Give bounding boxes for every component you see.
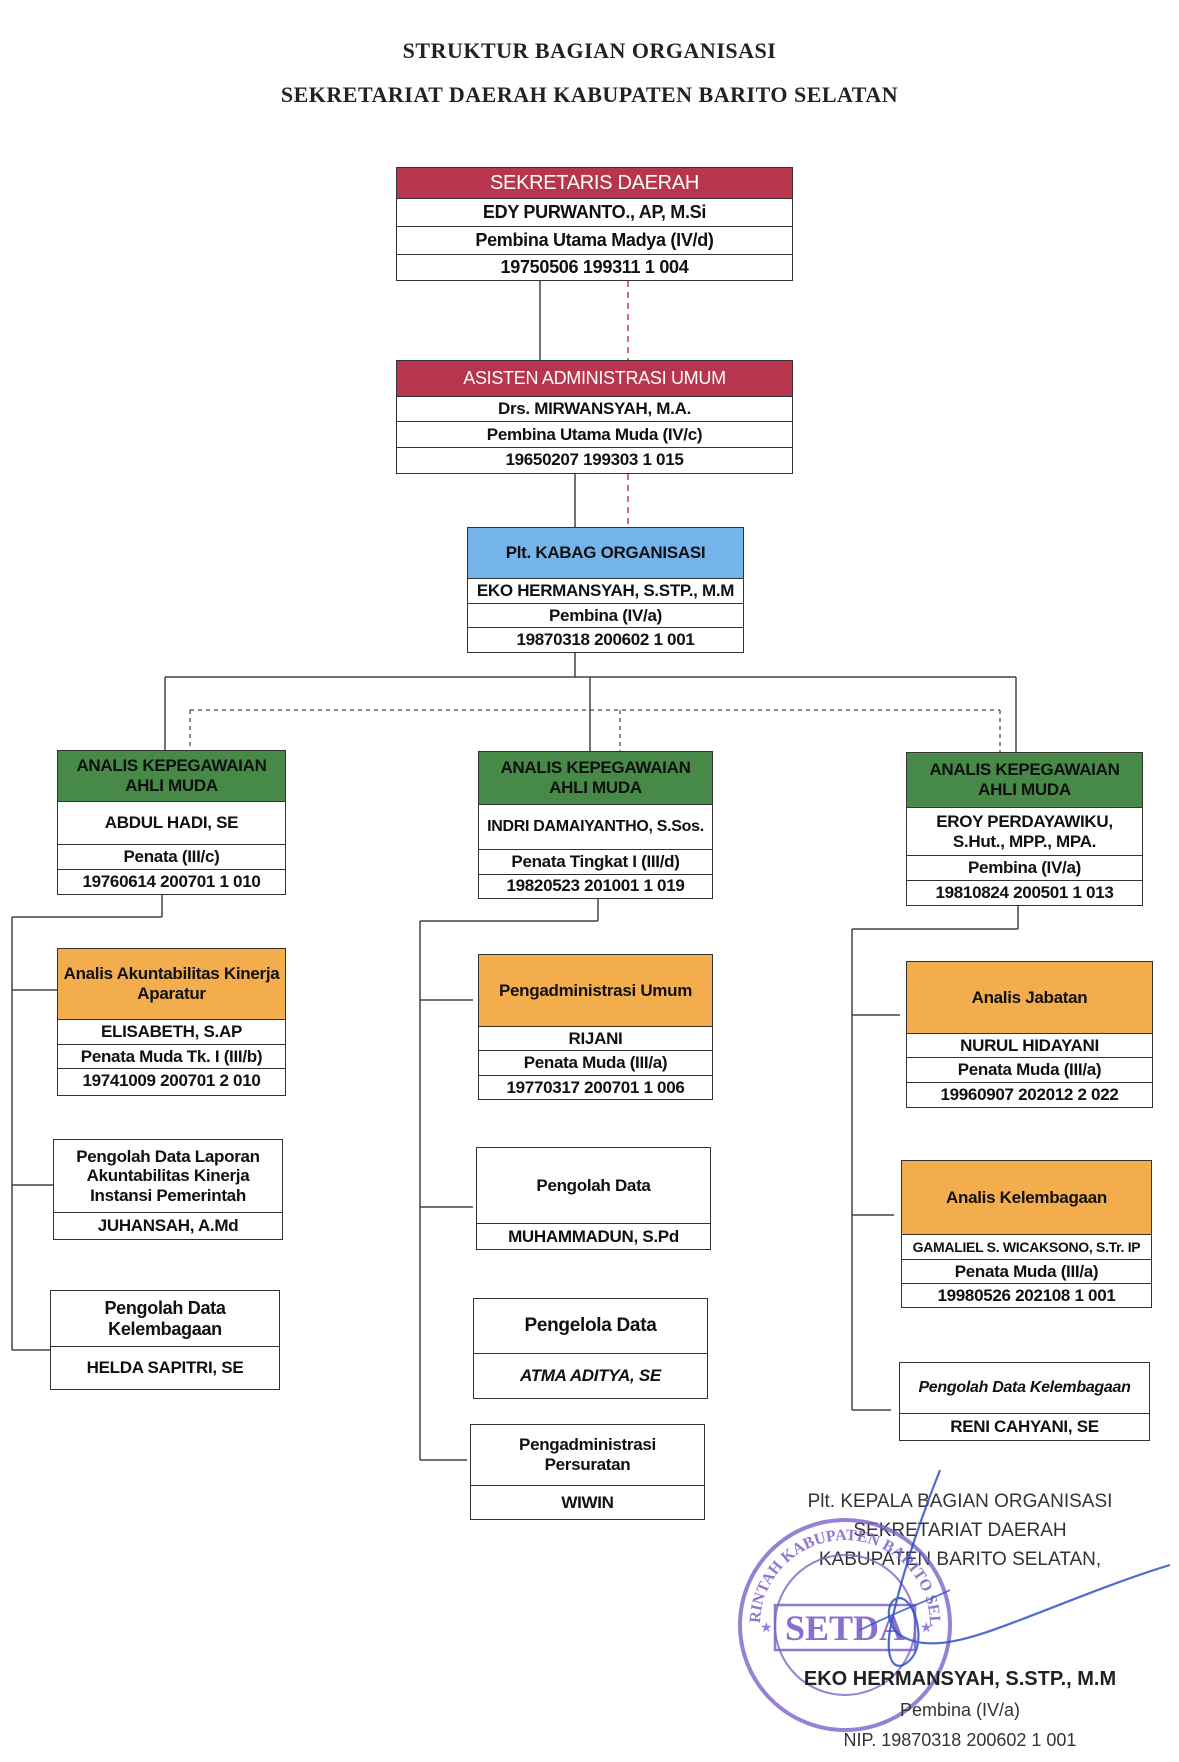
asisten-rank: Pembina Utama Muda (IV/c) [397, 421, 792, 447]
right-sub2-rank: Penata Muda (III/a) [902, 1259, 1151, 1283]
sekda-title: SEKRETARIS DAERAH [397, 168, 792, 198]
left-sub2-title: Pengolah Data Laporan Akuntabilitas Kine… [76, 1146, 260, 1205]
sekda-nip: 19750506 199311 1 004 [397, 254, 792, 279]
kabag-rank: Pembina (IV/a) [468, 603, 743, 627]
mid-sub1-rank: Penata Muda (III/a) [479, 1050, 712, 1075]
right-sub1-title: Analis Jabatan [907, 962, 1152, 1033]
official-stamp: PEMERINTAH KABUPATEN BARITO SELATAN SETD… [730, 1510, 952, 1732]
right-sub3-title: Pengolah Data Kelembagaan [918, 1378, 1131, 1396]
svg-text:★: ★ [920, 1619, 933, 1635]
mid-sub2-name: MUHAMMADUN, S.Pd [477, 1223, 710, 1249]
kabag-nip: 19870318 200602 1 001 [468, 627, 743, 651]
kabag-name: EKO HERMANSYAH, S.STP., M.M [468, 578, 743, 603]
mid-sub4-box: Pengadministrasi Persuratan WIWIN [470, 1424, 705, 1520]
right-sub3-box: Pengolah Data Kelembagaan RENI CAHYANI, … [899, 1362, 1150, 1441]
asisten-name: Drs. MIRWANSYAH, M.A. [397, 396, 792, 421]
analis-left-nip: 19760614 200701 1 010 [58, 869, 285, 893]
analis-right-nip: 19810824 200501 1 013 [907, 880, 1142, 904]
analis-right-title: ANALIS KEPEGAWAIAN AHLI MUDA [907, 753, 1142, 807]
analis-mid-nip: 19820523 201001 1 019 [479, 874, 712, 897]
mid-sub2-title: Pengolah Data [536, 1175, 651, 1195]
stamp-center-text: SETDA [785, 1608, 905, 1648]
page-title-line2: SEKRETARIAT DAERAH KABUPATEN BARITO SELA… [280, 82, 899, 107]
signature-nip: NIP. 19870318 200602 1 001 [843, 1730, 1077, 1750]
mid-sub1-name: RIJANI [479, 1026, 712, 1050]
right-sub2-title: Analis Kelembagaan [902, 1161, 1151, 1234]
analis-mid-rank: Penata Tingkat I (III/d) [479, 849, 712, 874]
mid-sub4-title: Pengadministrasi Persuratan [519, 1435, 656, 1474]
sekda-name: EDY PURWANTO., AP, M.Si [397, 198, 792, 226]
signature-rank: Pembina (IV/a) [899, 1700, 1021, 1720]
right-sub1-name: NURUL HIDAYANI [907, 1033, 1152, 1057]
left-sub2-box: Pengolah Data Laporan Akuntabilitas Kine… [53, 1139, 283, 1240]
mid-sub4-name: WIWIN [471, 1485, 704, 1519]
kabag-box: Plt. KABAG ORGANISASI EKO HERMANSYAH, S.… [467, 527, 744, 653]
mid-sub2-box: Pengolah Data MUHAMMADUN, S.Pd [476, 1147, 711, 1250]
signature-name: EKO HERMANSYAH, S.STP., M.M [803, 1668, 1117, 1690]
mid-sub1-nip: 19770317 200701 1 006 [479, 1075, 712, 1099]
right-sub2-box: Analis Kelembagaan GAMALIEL S. WICAKSONO… [901, 1160, 1152, 1308]
analis-right-name: EROY PERDAYAWIKU, S.Hut., MPP., MPA. [907, 807, 1142, 855]
analis-mid-box: ANALIS KEPEGAWAIAN AHLI MUDA INDRI DAMAI… [478, 751, 713, 899]
analis-right-rank: Pembina (IV/a) [907, 855, 1142, 880]
page-title-line1: STRUKTUR BAGIAN ORGANISASI [402, 38, 777, 63]
left-sub1-box: Analis Akuntabilitas Kinerja Aparatur EL… [57, 948, 286, 1096]
asisten-box: ASISTEN ADMINISTRASI UMUM Drs. MIRWANSYA… [396, 360, 793, 474]
analis-mid-title: ANALIS KEPEGAWAIAN AHLI MUDA [479, 752, 712, 804]
signature-line1: Plt. KEPALA BAGIAN ORGANISASI [807, 1491, 1113, 1512]
asisten-nip: 19650207 199303 1 015 [397, 447, 792, 472]
mid-sub3-title: Pengelola Data [524, 1315, 657, 1337]
left-sub1-title: Analis Akuntabilitas Kinerja Aparatur [58, 949, 285, 1019]
left-sub3-box: Pengolah Data Kelembagaan HELDA SAPITRI,… [50, 1290, 280, 1390]
left-sub2-name: JUHANSAH, A.Md [54, 1212, 282, 1239]
sekda-box: SEKRETARIS DAERAH EDY PURWANTO., AP, M.S… [396, 167, 793, 281]
right-sub2-name: GAMALIEL S. WICAKSONO, S.Tr. IP [902, 1234, 1151, 1259]
left-sub3-title: Pengolah Data Kelembagaan [104, 1297, 226, 1339]
analis-right-box: ANALIS KEPEGAWAIAN AHLI MUDA EROY PERDAY… [906, 752, 1143, 906]
mid-sub1-box: Pengadministrasi Umum RIJANI Penata Muda… [478, 954, 713, 1100]
left-sub1-rank: Penata Muda Tk. I (III/b) [58, 1044, 285, 1068]
right-sub1-nip: 19960907 202012 2 022 [907, 1082, 1152, 1107]
svg-text:★: ★ [760, 1619, 773, 1635]
kabag-title: Plt. KABAG ORGANISASI [468, 528, 743, 578]
asisten-title: ASISTEN ADMINISTRASI UMUM [397, 361, 792, 396]
mid-sub1-title: Pengadministrasi Umum [479, 955, 712, 1026]
analis-left-title: ANALIS KEPEGAWAIAN AHLI MUDA [58, 751, 285, 801]
analis-left-box: ANALIS KEPEGAWAIAN AHLI MUDA ABDUL HADI,… [57, 750, 286, 895]
analis-left-rank: Penata (III/c) [58, 844, 285, 869]
mid-sub3-box: Pengelola Data ATMA ADITYA, SE [473, 1298, 708, 1399]
signature-line2: SEKRETARIAT DAERAH [853, 1520, 1067, 1541]
sekda-rank: Pembina Utama Madya (IV/d) [397, 226, 792, 254]
right-sub2-nip: 19980526 202108 1 001 [902, 1283, 1151, 1307]
handwritten-signature [859, 1469, 1171, 1667]
right-sub1-rank: Penata Muda (III/a) [907, 1057, 1152, 1082]
left-sub3-name: HELDA SAPITRI, SE [51, 1346, 279, 1389]
mid-sub3-name: ATMA ADITYA, SE [474, 1353, 707, 1398]
analis-left-name: ABDUL HADI, SE [58, 801, 285, 844]
right-sub1-box: Analis Jabatan NURUL HIDAYANI Penata Mud… [906, 961, 1153, 1108]
analis-mid-name: INDRI DAMAIYANTHO, S.Sos. [479, 804, 712, 849]
signature-line3: KABUPATEN BARITO SELATAN, [818, 1549, 1102, 1570]
right-sub3-name: RENI CAHYANI, SE [900, 1413, 1149, 1440]
left-sub1-nip: 19741009 200701 2 010 [58, 1068, 285, 1093]
left-sub1-name: ELISABETH, S.AP [58, 1019, 285, 1044]
